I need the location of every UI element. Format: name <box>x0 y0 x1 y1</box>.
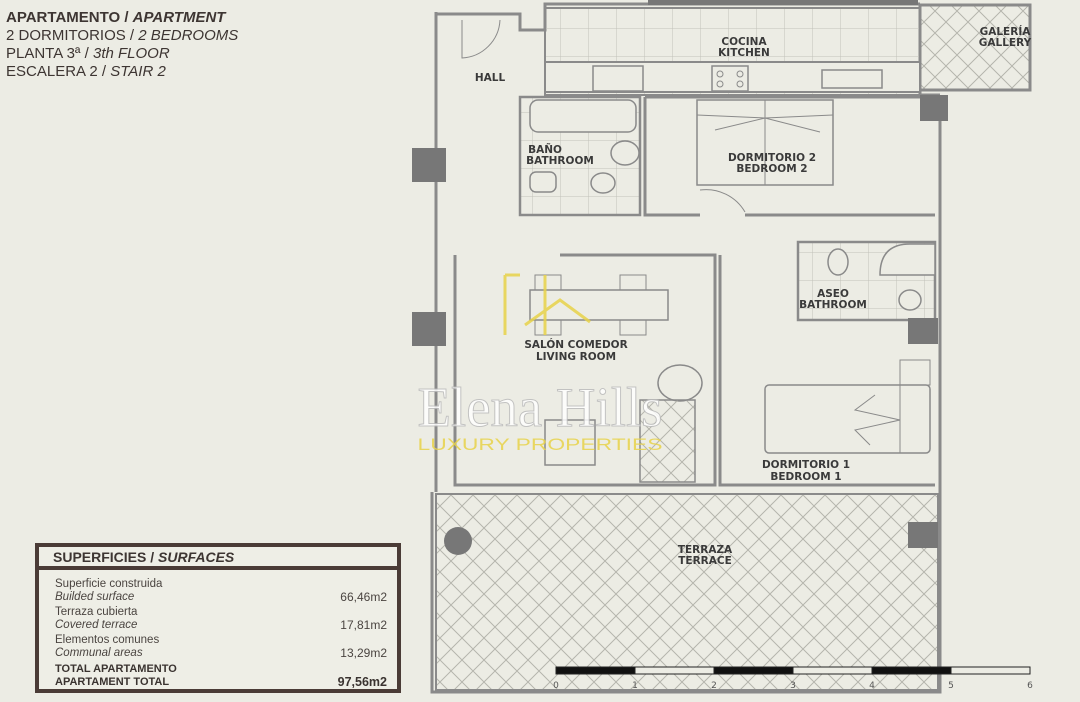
label-bed1-en: BEDROOM 1 <box>770 471 841 483</box>
watermark-tagline: LUXURY PROPERTIES <box>418 435 663 454</box>
header-line-1: APARTAMENTO / APARTMENT <box>6 9 226 26</box>
scale-tick-label: 6 <box>1027 681 1033 691</box>
label-bath-es: BAÑO <box>528 143 562 156</box>
room-labels: HALL COCINA KITCHEN GALERÍA GALLERY BAÑO… <box>475 25 1032 567</box>
scale-tick-label: 2 <box>711 681 717 691</box>
watermark-logo: Elena Hills LUXURY PROPERTIES <box>417 273 663 454</box>
scale-tick-label: 4 <box>869 681 875 691</box>
scale-segment <box>871 666 952 675</box>
scale-segment <box>950 666 1031 675</box>
header-line-4: ESCALERA 2 / STAIR 2 <box>6 63 166 80</box>
walls <box>430 2 1032 694</box>
columns <box>412 0 948 548</box>
surfaces-table: SUPERFICIES / SURFACES Superficie constr… <box>35 543 401 693</box>
label-gallery-en: GALLERY <box>979 37 1032 49</box>
scale-segment <box>713 666 794 675</box>
scale-bar: 0 1 2 3 4 5 6 <box>553 666 1033 691</box>
label-terrace-es: TERRAZA <box>678 544 733 556</box>
label-bed2-es: DORMITORIO 2 <box>728 152 816 164</box>
label-kitchen-en: KITCHEN <box>718 47 770 59</box>
scale-segment <box>634 666 715 675</box>
scale-tick-label: 5 <box>948 681 954 691</box>
label-bed2-en: BEDROOM 2 <box>736 163 807 175</box>
scale-tick-label: 1 <box>632 681 638 691</box>
watermark-name: Elena Hills <box>418 377 663 439</box>
apartment-header: APARTAMENTO / APARTMENT 2 DORMITORIOS / … <box>6 9 238 81</box>
scale-segment <box>792 666 873 675</box>
label-aseo-en: BATHROOM <box>799 299 867 311</box>
label-kitchen-es: COCINA <box>721 36 767 48</box>
surfaces-title: SUPERFICIES / SURFACES <box>39 547 397 570</box>
header-line-3: PLANTA 3ª / 3th FLOOR <box>6 45 170 62</box>
label-gallery-es: GALERÍA <box>980 25 1032 38</box>
label-bed1-es: DORMITORIO 1 <box>762 459 850 471</box>
scale-segment <box>555 666 636 675</box>
label-hall: HALL <box>475 72 506 84</box>
label-bath-en: BATHROOM <box>526 155 594 167</box>
scale-tick-label: 3 <box>790 681 796 691</box>
label-aseo-es: ASEO <box>817 288 849 300</box>
scale-tick-label: 0 <box>553 681 559 691</box>
header-line-2: 2 DORMITORIOS / 2 BEDROOMS <box>6 27 239 44</box>
label-terrace-en: TERRACE <box>678 555 732 567</box>
label-living-en: LIVING ROOM <box>536 351 616 363</box>
label-living-es: SALÓN COMEDOR <box>524 338 627 351</box>
